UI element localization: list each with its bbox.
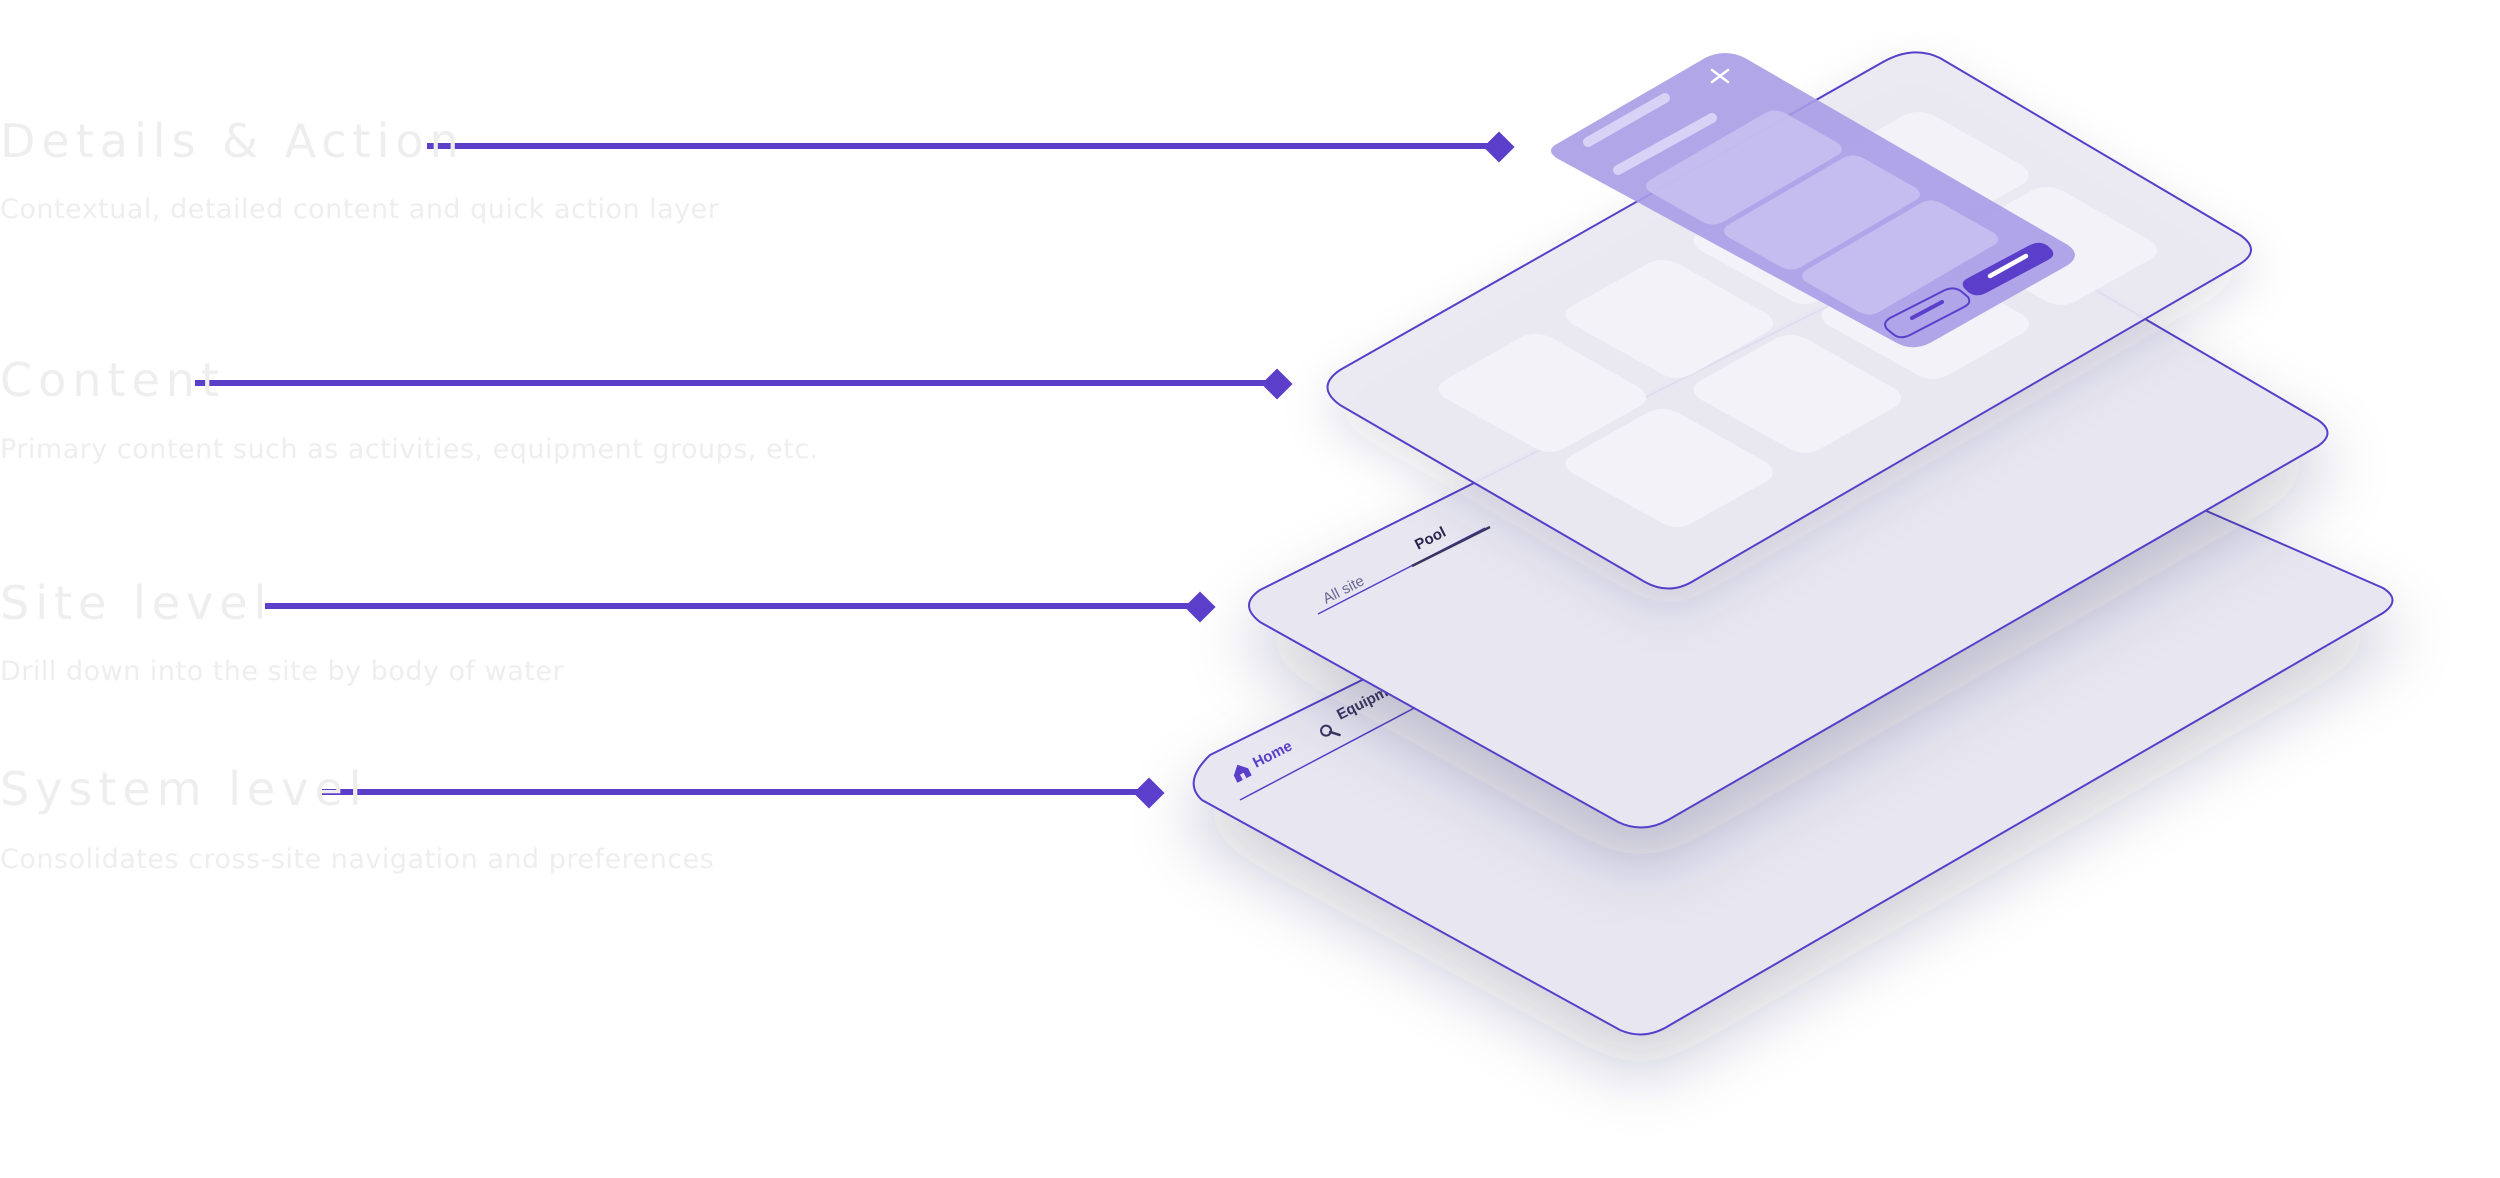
layer-description: Consolidates cross-site navigation and p… bbox=[0, 844, 714, 875]
sheet-detail-row[interactable] bbox=[1646, 110, 1842, 225]
layer-description: Contextual, detailed content and quick a… bbox=[0, 194, 720, 225]
tab-pool-underline bbox=[1411, 525, 1491, 568]
layer-title: Site level bbox=[0, 576, 272, 630]
diamond-icon bbox=[1133, 777, 1165, 809]
secondary-action-label-bar bbox=[1910, 300, 1944, 320]
layer-label-details-action: Details & Action Contextual, detailed co… bbox=[0, 114, 720, 225]
details-action-sheet bbox=[1551, 53, 2075, 348]
secondary-action-button[interactable] bbox=[1884, 287, 1971, 339]
connector-details-action bbox=[427, 131, 1515, 163]
layer-label-site-level: Site level Drill down into the site by b… bbox=[0, 576, 564, 687]
content-tile[interactable] bbox=[1438, 334, 1647, 452]
content-tile[interactable] bbox=[1565, 260, 1774, 378]
layer-label-content: Content Primary content such as activiti… bbox=[0, 353, 819, 465]
sheet-detail-row[interactable] bbox=[1802, 200, 1998, 315]
wrench-icon bbox=[1320, 724, 1341, 737]
home-icon bbox=[1233, 764, 1252, 783]
primary-action-button[interactable] bbox=[1962, 242, 2054, 296]
sheet-detail-row[interactable] bbox=[1724, 155, 1920, 270]
primary-action-label-bar bbox=[1987, 253, 2029, 279]
diamond-icon bbox=[1184, 591, 1216, 623]
sheet-subtitle-bar bbox=[1613, 113, 1717, 175]
nav-divider bbox=[1239, 704, 1421, 801]
layer-title: System level bbox=[0, 762, 368, 816]
close-icon[interactable] bbox=[1710, 68, 1730, 84]
connector-site-level bbox=[265, 591, 1216, 623]
connector-content bbox=[195, 368, 1293, 400]
connector-system-level bbox=[322, 777, 1165, 809]
diamond-icon bbox=[1261, 368, 1293, 400]
layer-description: Drill down into the site by body of wate… bbox=[0, 656, 564, 687]
content-tile[interactable] bbox=[1693, 335, 1902, 453]
content-tile[interactable] bbox=[1565, 409, 1774, 527]
layer-label-system-level: System level Consolidates cross-site nav… bbox=[0, 762, 714, 875]
layer-title: Details & Action bbox=[0, 114, 465, 168]
sheet-title-bar bbox=[1583, 93, 1670, 147]
layer-title: Content bbox=[0, 353, 225, 407]
layer-description: Primary content such as activities, equi… bbox=[0, 434, 819, 465]
diamond-icon bbox=[1483, 131, 1515, 163]
